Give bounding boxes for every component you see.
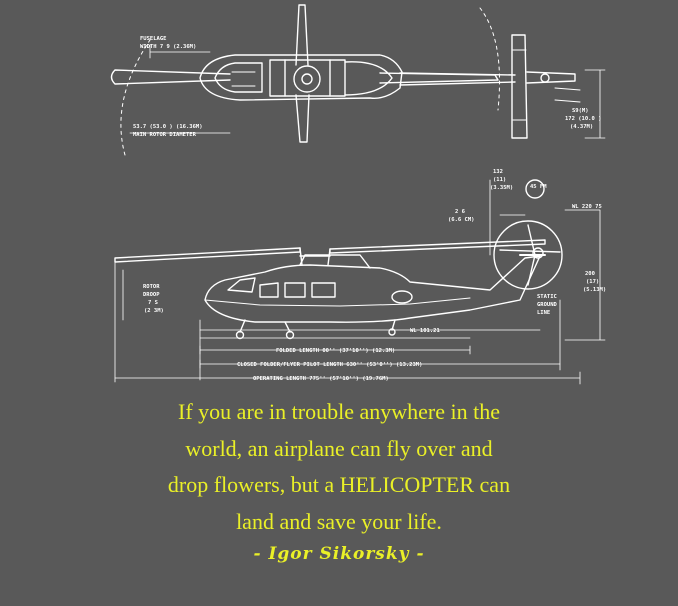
label-length-operating: OPERATING LENGTH 775'' (57'10'') (19.76M… [253, 376, 389, 382]
label-length-fuselage: CLOSED FOLDER/FLYER PILOT LENGTH 630'' (… [237, 362, 422, 368]
label-wl: WL 220 75 [572, 204, 602, 210]
label-height-1: 200 [585, 271, 595, 277]
label-rotor-diameter-2: MAIN ROTOR DIAMETER [133, 132, 197, 138]
label-dim-26-1: 2 6 [455, 209, 466, 215]
quote-line: drop flowers, but a HELICOPTER can [167, 472, 511, 497]
label-fuselage-width-2: WIDTH 7 9 (2.36M) [140, 44, 196, 50]
label-static-1: STATIC [537, 294, 557, 300]
label-tail-2: 172 (10.0 ) [565, 116, 601, 122]
quote-attribution: - Igor Sikorsky - [253, 544, 425, 564]
label-height-3: (5.13M) [583, 287, 606, 293]
label-static-3: LINE [537, 310, 550, 316]
label-rotor-droop-3: 7 S [148, 300, 158, 306]
label-rotor-droop-1: ROTOR [143, 284, 160, 290]
label-tail-3: (4.37M) [570, 124, 593, 130]
label-tail-1: S9(M) [572, 108, 589, 114]
label-height-2: (17) [586, 279, 599, 285]
label-dim-top-2: (11) [493, 177, 506, 183]
quote-line: If you are in trouble anywhere in the [178, 399, 500, 424]
side-view-drawing [114, 179, 606, 385]
label-dim-top-3: (3.35M) [490, 185, 513, 191]
label-length-folded: FOLDED LENGTH 00'' (37'10'') (12.3M) [276, 348, 395, 354]
label-rotor-droop-4: (2 3M) [144, 308, 164, 314]
label-fuselage-width-1: FUSELAGE [140, 36, 167, 42]
label-wl2: WL 101.21 [410, 328, 440, 334]
quote-text: If you are in trouble anywhere in the wo… [0, 394, 678, 540]
label-dim-26-2: (6.6 CM) [448, 217, 475, 223]
label-circle: 45 FM [530, 184, 547, 190]
helicopter-blueprint: FUSELAGE WIDTH 7 9 (2.36M) 53.7 (53.0 ) … [110, 4, 606, 385]
quote-line: world, an airplane can fly over and [185, 435, 493, 461]
label-rotor-diameter-1: 53.7 (53.0 ) (16.36M) [133, 124, 203, 130]
label-dim-top-1: 132 [493, 169, 503, 175]
top-view-drawing [110, 4, 606, 156]
label-rotor-droop-2: DROOP [143, 292, 160, 298]
label-static-2: GROUND [537, 302, 558, 308]
quote-line: land and save your life. [236, 508, 442, 534]
